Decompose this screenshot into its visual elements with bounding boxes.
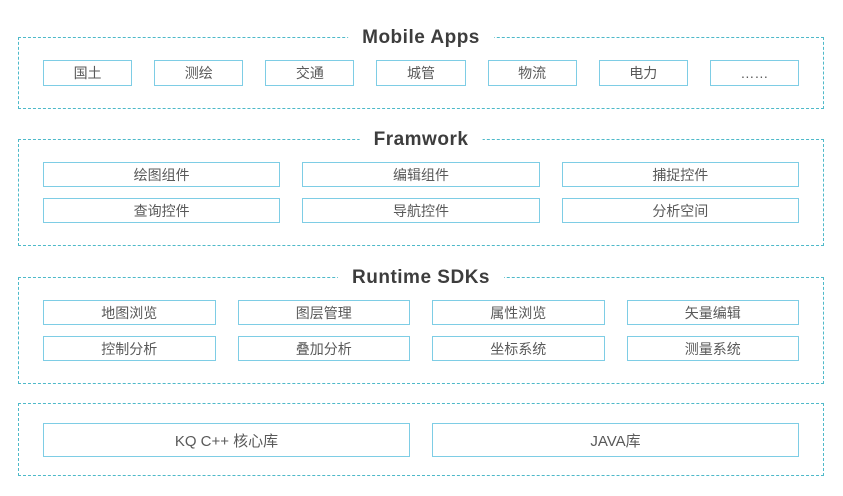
framework-component-box: 查询控件 — [43, 198, 281, 223]
framework-component-box: 绘图组件 — [43, 162, 281, 187]
mobile-app-box: 国土 — [43, 60, 133, 86]
runtime-sdk-box: 控制分析 — [43, 336, 216, 361]
section-framework: Framwork 绘图组件 编辑组件 捕捉控件 查询控件 导航控件 分析空间 — [18, 129, 824, 246]
framework-component-box: 编辑组件 — [302, 162, 540, 187]
runtime-sdk-box: 测量系统 — [626, 336, 799, 361]
mobile-app-box: 城管 — [376, 60, 466, 86]
mobile-app-box: 电力 — [598, 60, 688, 86]
framework-row: 查询控件 导航控件 分析空间 — [43, 198, 799, 223]
runtime-sdk-box: 图层管理 — [237, 300, 410, 325]
section-runtime-sdks: Runtime SDKs 地图浏览 图层管理 属性浏览 矢量编辑 控制分析 叠加… — [18, 267, 824, 384]
runtime-sdk-box: 地图浏览 — [43, 300, 216, 325]
runtime-sdk-box: 矢量编辑 — [626, 300, 799, 325]
core-library-box: KQ C++ 核心库 — [43, 423, 410, 457]
framework-component-box: 捕捉控件 — [561, 162, 799, 187]
section-title-runtime-sdks: Runtime SDKs — [338, 267, 504, 289]
mobile-apps-row: 国土 测绘 交通 城管 物流 电力 …… — [43, 60, 799, 86]
core-library-box: JAVA库 — [432, 423, 799, 457]
framework-component-box: 分析空间 — [561, 198, 799, 223]
mobile-app-box-ellipsis: …… — [709, 60, 799, 86]
mobile-app-box: 测绘 — [154, 60, 244, 86]
runtime-sdk-row: 控制分析 叠加分析 坐标系统 测量系统 — [43, 336, 799, 361]
section-title-framework: Framwork — [359, 129, 483, 151]
mobile-app-box: 交通 — [265, 60, 355, 86]
framework-row: 绘图组件 编辑组件 捕捉控件 — [43, 162, 799, 187]
runtime-sdk-box: 属性浏览 — [432, 300, 605, 325]
section-core-libraries: KQ C++ 核心库 JAVA库 — [18, 403, 824, 476]
runtime-sdk-row: 地图浏览 图层管理 属性浏览 矢量编辑 — [43, 300, 799, 325]
framework-component-box: 导航控件 — [302, 198, 540, 223]
mobile-app-box: 物流 — [487, 60, 577, 86]
section-mobile-apps: Mobile Apps 国土 测绘 交通 城管 物流 电力 …… — [18, 27, 824, 109]
core-library-row: KQ C++ 核心库 JAVA库 — [43, 423, 799, 457]
runtime-sdk-box: 叠加分析 — [237, 336, 410, 361]
section-title-mobile-apps: Mobile Apps — [348, 27, 494, 49]
runtime-sdk-box: 坐标系统 — [432, 336, 605, 361]
